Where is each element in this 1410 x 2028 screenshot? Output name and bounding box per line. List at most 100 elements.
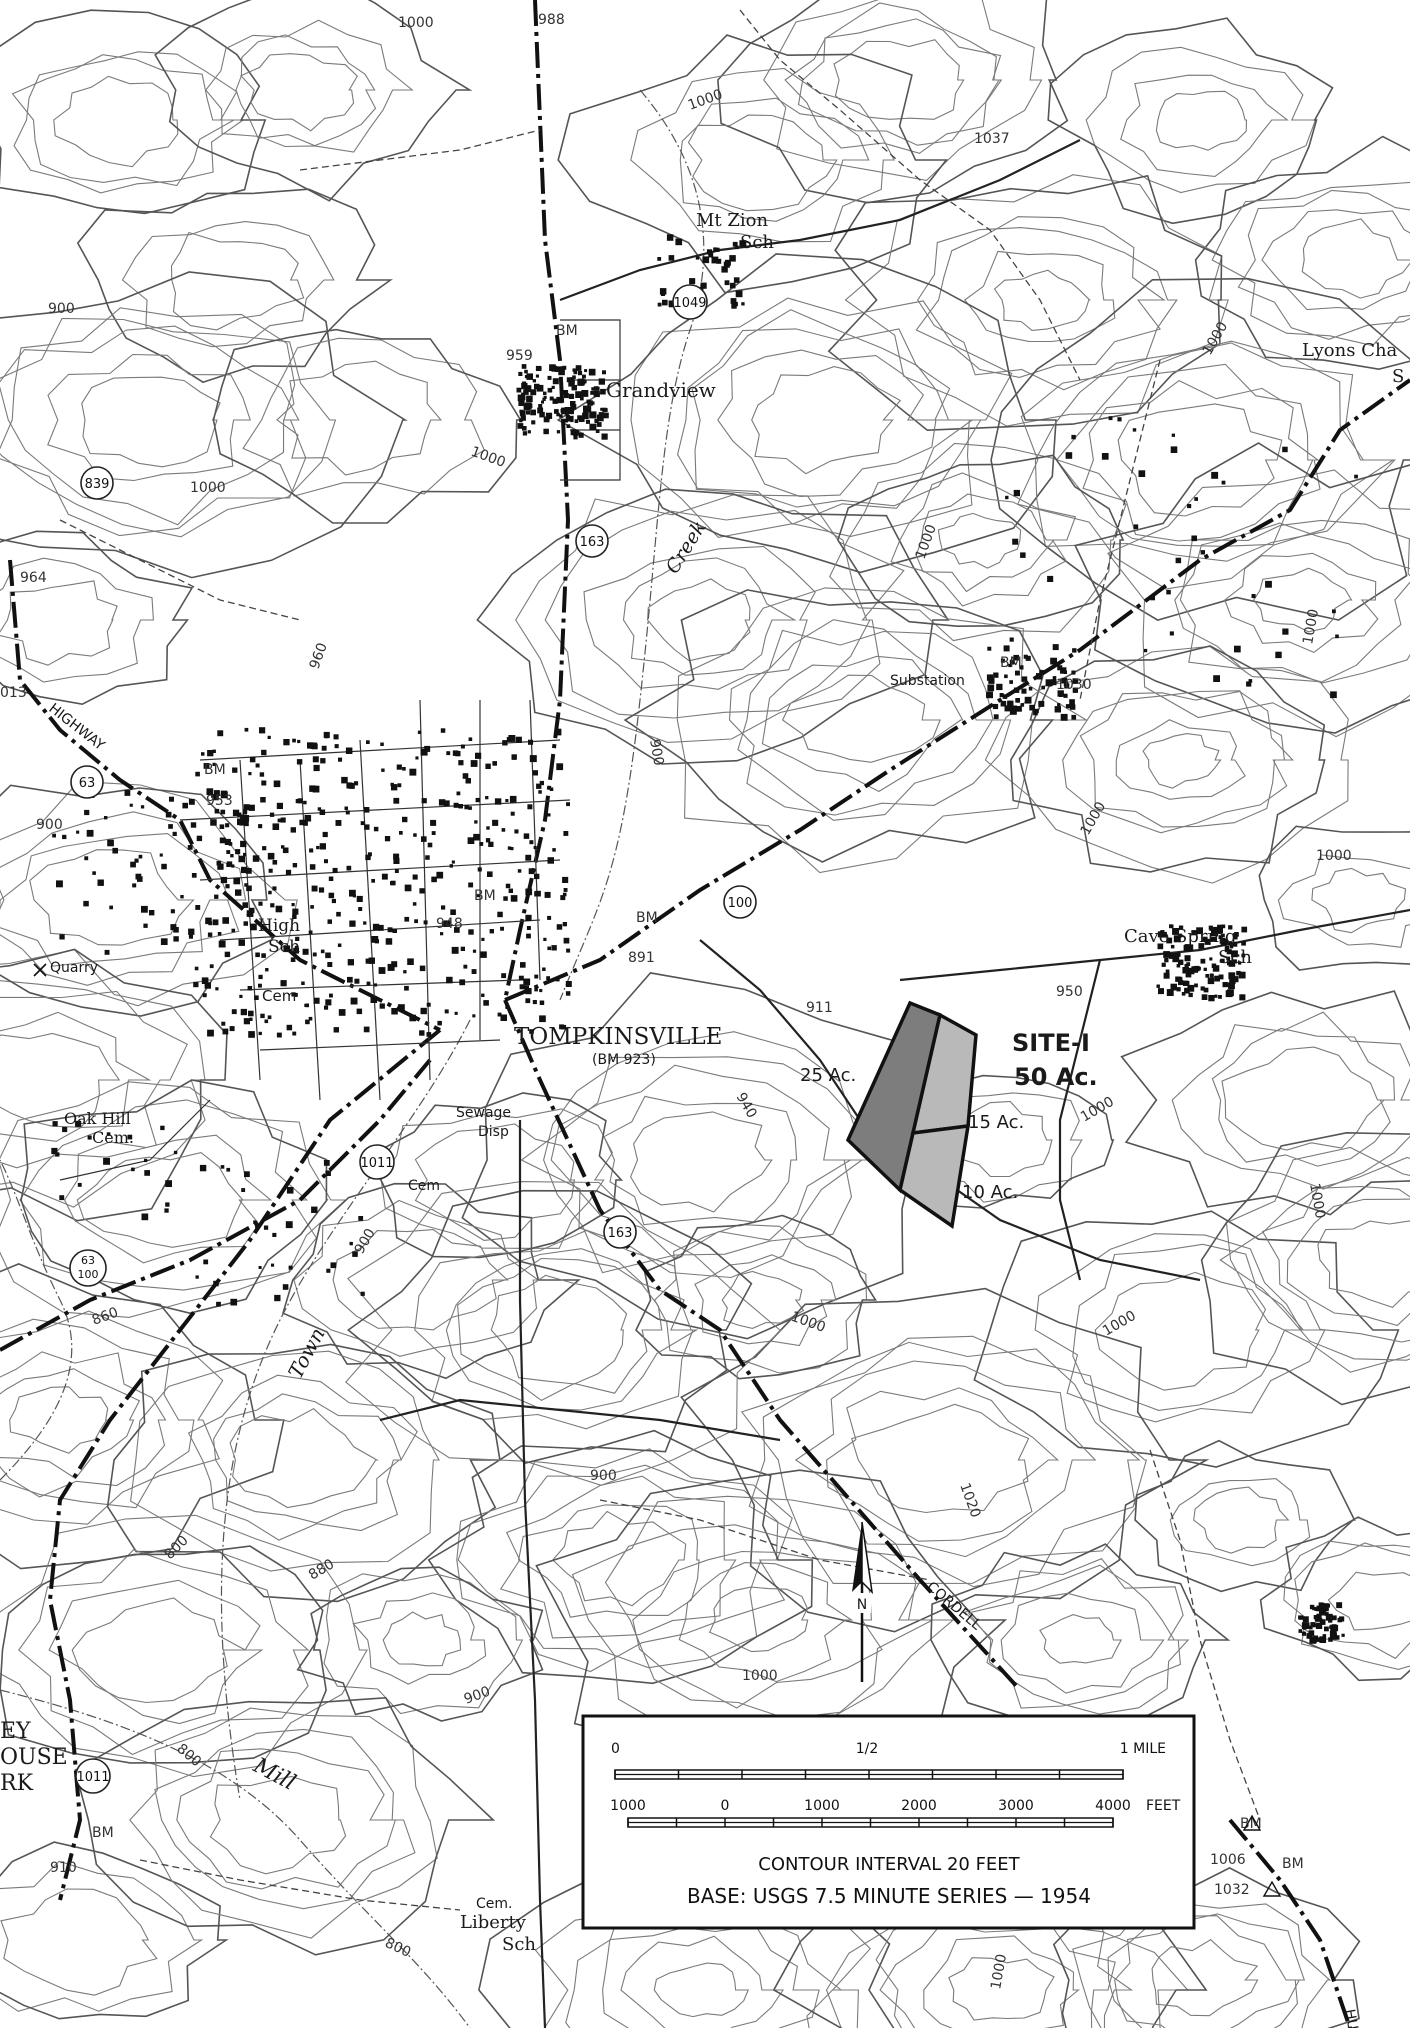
contour-line [129, 1707, 438, 1939]
building [349, 920, 356, 927]
building [84, 809, 90, 816]
building [312, 756, 319, 763]
building [1316, 1637, 1321, 1642]
building [1212, 965, 1220, 972]
contour-line [890, 472, 1077, 607]
building [602, 407, 607, 413]
building [440, 932, 444, 936]
contour-line [1072, 1243, 1305, 1411]
building [532, 1000, 537, 1005]
building [304, 814, 312, 822]
building [526, 410, 531, 415]
building [1219, 937, 1226, 944]
building [1184, 987, 1190, 994]
contour-line [1259, 1516, 1410, 1682]
building [572, 429, 579, 436]
building [213, 790, 220, 797]
contour-label: 900 [36, 817, 63, 833]
building [161, 863, 167, 870]
building [149, 910, 155, 916]
building [596, 414, 604, 422]
building [239, 994, 243, 998]
building [393, 797, 400, 804]
building [1236, 970, 1241, 976]
building [372, 923, 380, 931]
contour-line [677, 328, 974, 525]
building [551, 945, 557, 951]
contour-line [937, 512, 1022, 569]
building [571, 384, 577, 391]
building [384, 836, 391, 842]
building [402, 816, 408, 823]
building [288, 1265, 293, 1270]
building [571, 380, 575, 384]
building [311, 885, 318, 892]
building [317, 807, 322, 811]
building [577, 378, 584, 385]
bm-center: BM [474, 888, 496, 904]
contour-line [414, 1123, 576, 1241]
building [424, 745, 431, 752]
building [292, 908, 299, 915]
contour-line [0, 1263, 285, 1570]
building [1311, 1637, 1317, 1644]
building [1005, 495, 1009, 500]
building [252, 855, 260, 862]
building [165, 1180, 172, 1187]
building [240, 1008, 247, 1016]
cem-label-1: Cem [262, 987, 296, 1005]
building [716, 258, 722, 264]
building [729, 255, 736, 262]
building [524, 985, 529, 990]
building [1019, 665, 1024, 670]
building [188, 928, 195, 935]
building [528, 403, 533, 408]
building [1016, 706, 1022, 712]
contour-line [1286, 1198, 1410, 1327]
contour-line [0, 1860, 204, 2012]
building [1013, 489, 1020, 497]
building [328, 892, 335, 899]
building [566, 424, 571, 428]
contour-line [620, 1935, 785, 2028]
contour-line [212, 328, 522, 524]
building [248, 804, 255, 811]
building [241, 866, 248, 874]
building [593, 390, 600, 398]
building [377, 924, 384, 931]
contour-line [0, 1081, 347, 1318]
contour-line [964, 250, 1116, 343]
building [1238, 971, 1246, 979]
contour-line [797, 18, 1003, 146]
contour-line [9, 1386, 109, 1454]
contour-line [0, 1032, 121, 1128]
contour-line [781, 674, 941, 763]
building [1331, 1615, 1337, 1621]
building [195, 1275, 199, 1279]
building [307, 742, 314, 749]
building [203, 763, 210, 769]
building [319, 843, 326, 850]
building [222, 917, 229, 924]
building [216, 1301, 221, 1307]
building [585, 419, 590, 424]
building [470, 760, 478, 767]
building [517, 423, 524, 429]
building [1052, 644, 1059, 651]
building [226, 861, 233, 867]
building [1072, 678, 1079, 684]
building [341, 776, 348, 784]
building [501, 973, 507, 979]
building [331, 898, 336, 904]
building [52, 1121, 58, 1127]
building [1028, 687, 1033, 691]
building [458, 760, 464, 766]
building [1208, 995, 1215, 1002]
west-stream [0, 1159, 73, 1481]
building [582, 374, 586, 379]
building [480, 951, 487, 958]
building [1197, 966, 1201, 971]
building [999, 693, 1004, 698]
building [333, 734, 339, 740]
building [1322, 1634, 1327, 1638]
